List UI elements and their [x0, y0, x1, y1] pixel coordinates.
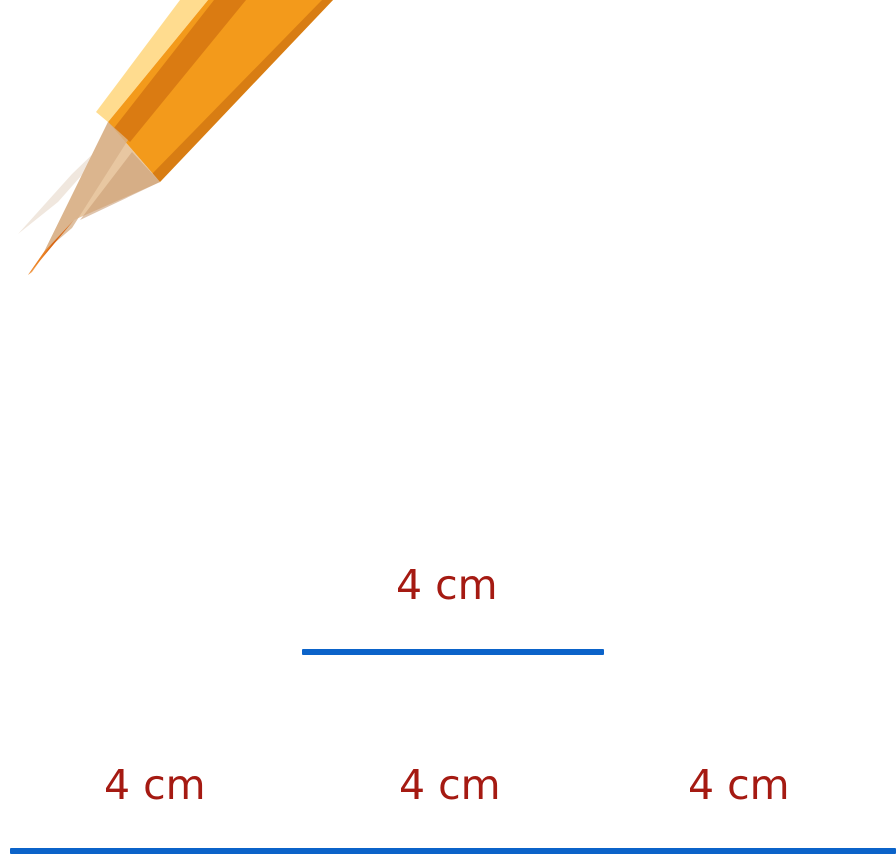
bottom-segment-line: [10, 848, 896, 854]
top-segment-line: [302, 649, 604, 655]
bottom-segment-label-1: 4 cm: [104, 761, 206, 809]
pencil-icon: [18, 0, 333, 275]
bottom-segment-label-3: 4 cm: [688, 761, 790, 809]
bottom-segment-label-2: 4 cm: [399, 761, 501, 809]
top-segment-label: 4 cm: [396, 561, 498, 609]
